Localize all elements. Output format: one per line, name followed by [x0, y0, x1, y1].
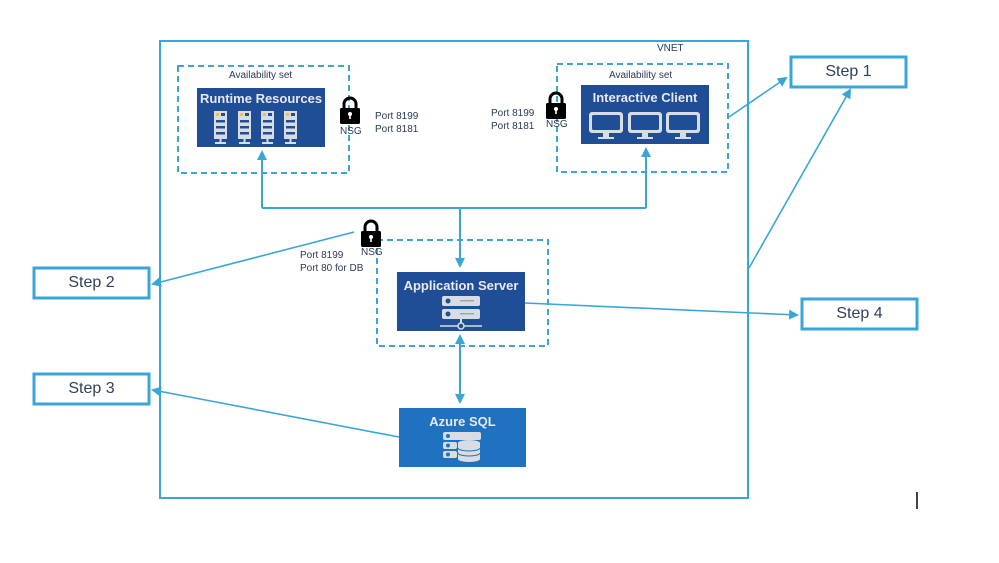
- interactive-client-title: Interactive Client: [592, 90, 698, 105]
- runtime-resources-title: Runtime Resources: [199, 91, 323, 106]
- client-port-1: Port 8199: [491, 108, 535, 119]
- step-connectors: [151, 76, 851, 438]
- nsg-lock-icon-app-server: [359, 219, 383, 249]
- connector-app-server-to-step4: [524, 302, 799, 320]
- step-1-box[interactable]: [789, 55, 908, 89]
- text-cursor: [916, 492, 918, 509]
- app-server-port-2: Port 80 for DB: [300, 263, 364, 274]
- app-server-port-1: Port 8199: [300, 250, 344, 261]
- connector-vnet-to-step1: [748, 88, 851, 269]
- availability-set-label-client: Availability set: [609, 70, 673, 81]
- vnet-label: VNET: [657, 43, 684, 54]
- connector-client-to-step1: [728, 76, 788, 118]
- nsg-label-runtime: NSG: [340, 126, 362, 137]
- availability-set-label-runtime: Availability set: [229, 70, 293, 81]
- database-server-icon: [443, 432, 481, 462]
- runtime-port-1: Port 8199: [375, 111, 419, 122]
- connector-lines: [257, 147, 651, 404]
- vnet-boundary: [159, 40, 749, 499]
- client-monitor-icons: [589, 112, 700, 139]
- azure-sql-title: Azure SQL: [429, 414, 496, 429]
- server-network-icon: [440, 296, 482, 330]
- step-4-box[interactable]: [800, 297, 919, 331]
- nsg-label-client: NSG: [546, 119, 568, 130]
- app-server-subnet: [376, 239, 549, 347]
- nsg-lock-icon-runtime: [338, 96, 362, 126]
- connector-nsg-to-step2: [151, 231, 355, 287]
- step-2-box[interactable]: [32, 266, 151, 300]
- connector-sql-to-step3: [151, 386, 400, 438]
- client-port-2: Port 8181: [491, 121, 535, 132]
- application-server-title: Application Server: [403, 278, 519, 293]
- runtime-port-2: Port 8181: [375, 124, 419, 135]
- step-3-box[interactable]: [32, 372, 151, 406]
- nsg-label-app-server: NSG: [361, 247, 383, 258]
